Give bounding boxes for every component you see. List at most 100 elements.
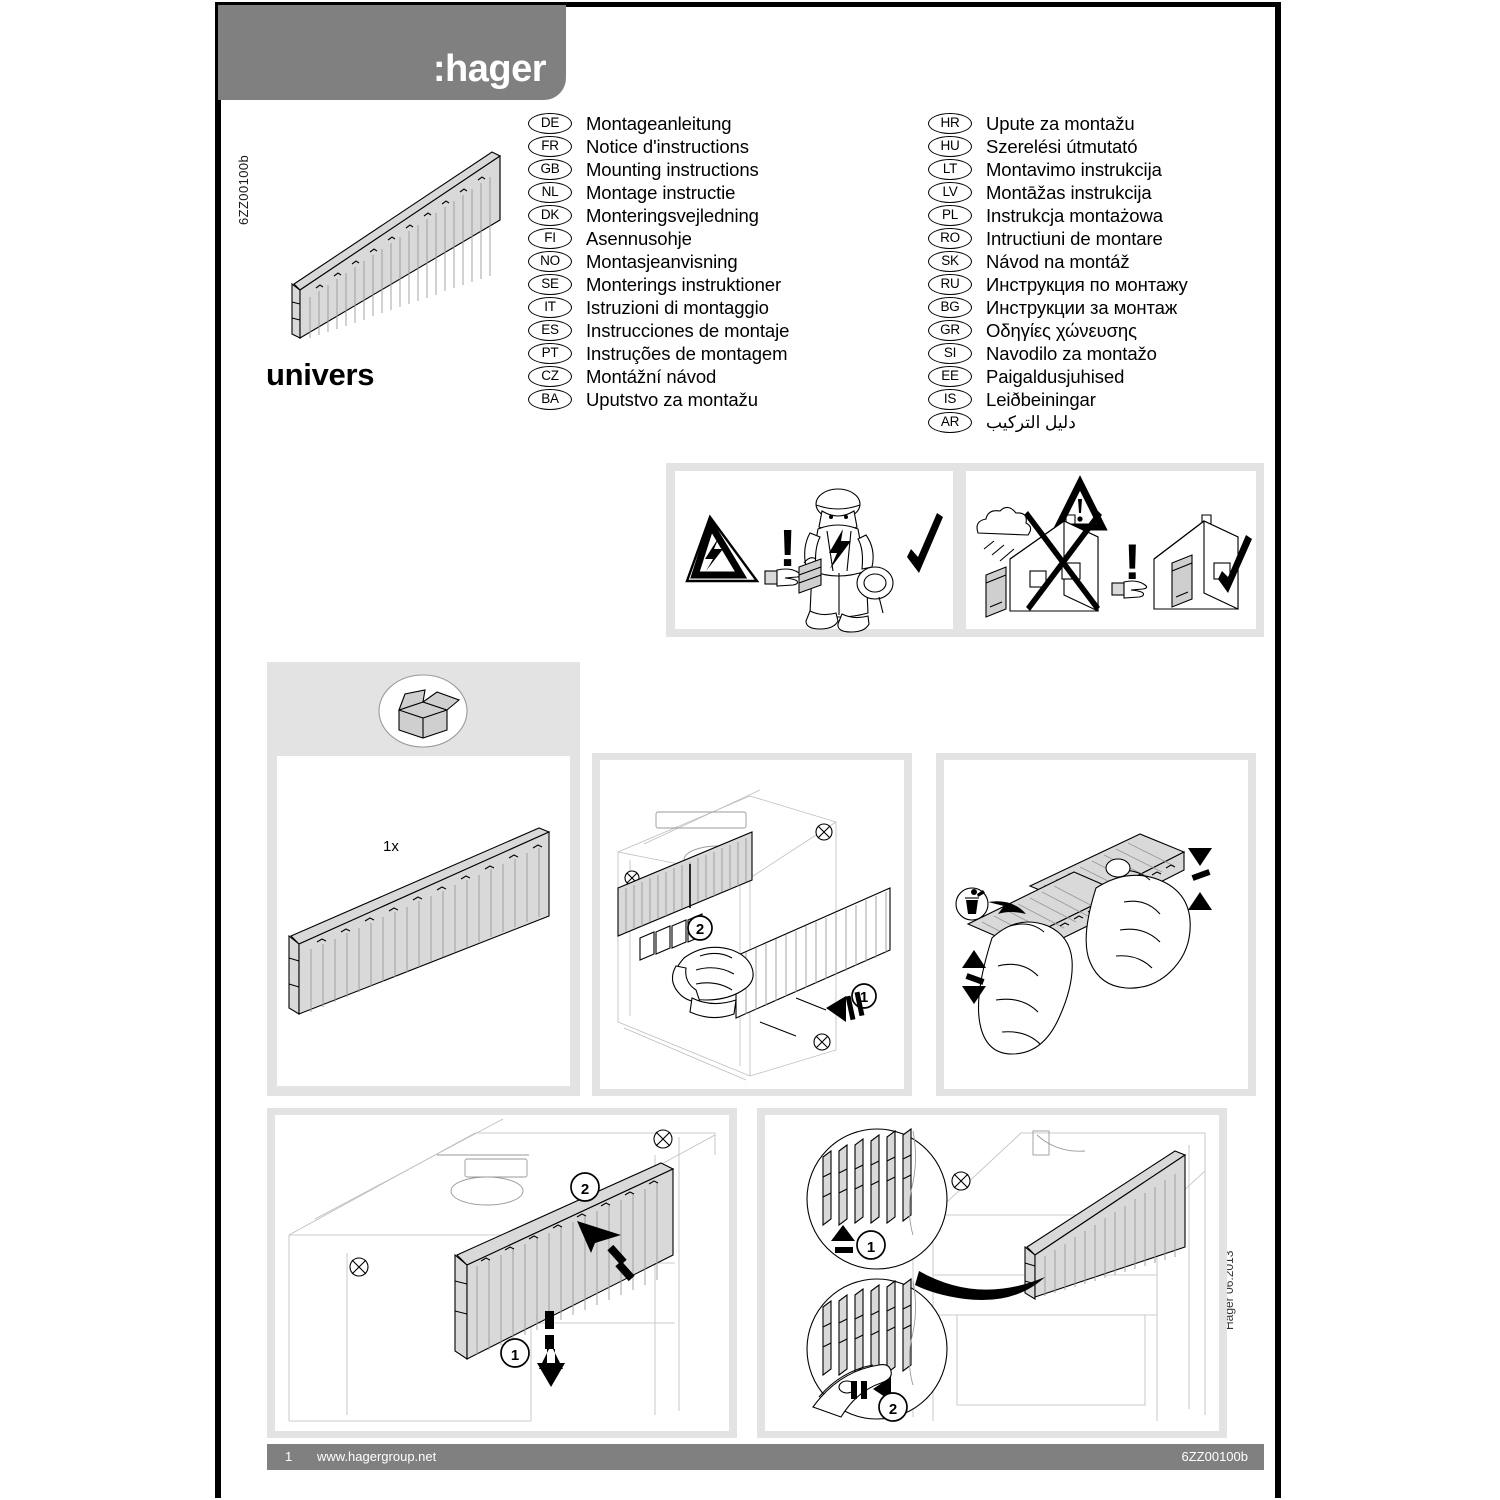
list-item: AR دليل التركيب: [928, 411, 1188, 434]
hand-icon-left: [978, 921, 1073, 1055]
language-label: Montavimo instrukcija: [986, 158, 1162, 180]
corner-fastener: [813, 1033, 831, 1051]
hager-logo: :hager: [432, 48, 547, 90]
safety-panel-electrician: !: [675, 471, 953, 633]
country-code-badge: EE: [928, 366, 972, 387]
release-arrow-up: [831, 1225, 855, 1253]
svg-text:1: 1: [867, 1239, 875, 1256]
contents-illustration-area: [277, 756, 570, 1086]
attention-exclamation-icon: !: [779, 520, 796, 578]
document-code-vertical: 6ZZ00100b: [236, 154, 251, 225]
detail-callout-2: 2: [806, 1277, 948, 1422]
country-code-badge: NO: [528, 251, 572, 272]
panel-step-insert: 2 1: [592, 753, 912, 1096]
push-direction-arrow: [826, 991, 865, 1022]
check-mark-icon: [907, 513, 943, 573]
language-label: Szerelési útmutató: [986, 135, 1138, 157]
country-code-badge: FI: [528, 228, 572, 249]
footer-url[interactable]: www.hagergroup.net: [317, 1449, 437, 1464]
country-code-badge: LT: [928, 159, 972, 180]
country-code-badge: SI: [928, 343, 972, 364]
country-code-badge: HU: [928, 136, 972, 157]
list-item: GB Mounting instructions: [528, 158, 789, 181]
language-label: Monteringsvejledning: [586, 204, 759, 226]
corner-fastener: [349, 1257, 369, 1277]
quantity-label: 1x: [383, 838, 399, 855]
country-code-badge: BA: [528, 389, 572, 410]
list-item: BA Uputstvo za montažu: [528, 388, 789, 411]
language-label: Montasjeanvisning: [586, 250, 738, 272]
country-code-badge: IT: [528, 297, 572, 318]
list-item: SI Navodilo za montažo: [928, 342, 1188, 365]
country-code-badge: ES: [528, 320, 572, 341]
language-label: Notice d'instructions: [586, 135, 749, 157]
safety-panel-indoor-only: !: [966, 471, 1256, 629]
country-code-badge: LV: [928, 182, 972, 203]
electrician-figure: [798, 488, 894, 633]
insert-arrow-up: [577, 1221, 635, 1282]
country-code-badge: RO: [928, 228, 972, 249]
country-code-badge: FR: [528, 136, 572, 157]
language-label: Mounting instructions: [586, 158, 759, 180]
country-code-badge: DK: [528, 205, 572, 226]
attention-exclamation-icon: !: [1124, 534, 1141, 590]
seat-arrow-down: [537, 1311, 565, 1387]
list-item: DK Monteringsvejledning: [528, 204, 789, 227]
break-direction-arrows-right: [1188, 848, 1212, 910]
page-number: 1: [285, 1449, 293, 1464]
cover-being-inserted: [735, 887, 891, 1037]
rain-cloud-icon: [976, 506, 1032, 562]
svg-text:2: 2: [696, 921, 704, 938]
list-item: IT Istruzioni di montaggio: [528, 296, 789, 319]
language-label: Navodilo za montažo: [986, 342, 1157, 364]
footer-reference-code: 6ZZ00100b: [1181, 1449, 1249, 1464]
country-code-badge: RU: [928, 274, 972, 295]
panel-step-mount: 2 1: [267, 1108, 737, 1438]
language-label: Instruções de montagem: [586, 342, 788, 364]
country-code-badge: GR: [928, 320, 972, 341]
panel-step-break-segment: [936, 753, 1256, 1096]
detail-callout-1: 1: [806, 1127, 948, 1270]
language-label: دليل التركيب: [986, 412, 1076, 432]
list-item: HU Szerelési útmutató: [928, 135, 1188, 158]
list-item: BG Инструкции за монтаж: [928, 296, 1188, 319]
language-label: Instrukcja montażowa: [986, 204, 1163, 226]
panel-step-remove: 1: [757, 1108, 1227, 1438]
country-code-badge: BG: [928, 297, 972, 318]
country-code-badge: CZ: [528, 366, 572, 387]
language-label: Leiðbeiningar: [986, 388, 1096, 410]
language-label: Upute za montažu: [986, 112, 1135, 134]
pointing-hand-icon: [1111, 580, 1148, 599]
brand-bar: :hager: [218, 5, 566, 100]
language-label: Инструкции за монтаж: [986, 296, 1178, 318]
page-footer: 1 www.hagergroup.net 6ZZ00100b: [267, 1444, 1264, 1470]
country-code-badge: AR: [928, 412, 972, 433]
hand-icon: [671, 946, 754, 1019]
language-label: Istruzioni di montaggio: [586, 296, 769, 318]
country-code-badge: SE: [528, 274, 572, 295]
language-label: Montážní návod: [586, 365, 717, 387]
open-box-icon: [375, 672, 471, 750]
svg-text:1: 1: [860, 989, 868, 1006]
country-code-badge: GB: [528, 159, 572, 180]
pointing-hand-icon: [764, 568, 802, 587]
language-label: Návod na montáž: [986, 250, 1130, 272]
hand-icon-right: [1085, 858, 1191, 989]
corner-fastener: [653, 1129, 673, 1149]
language-label: Uputstvo za montažu: [586, 388, 758, 410]
country-code-badge: PT: [528, 343, 572, 364]
step-marker-2: 2: [570, 1172, 600, 1202]
callout-connector-arrow: [915, 1271, 1045, 1301]
